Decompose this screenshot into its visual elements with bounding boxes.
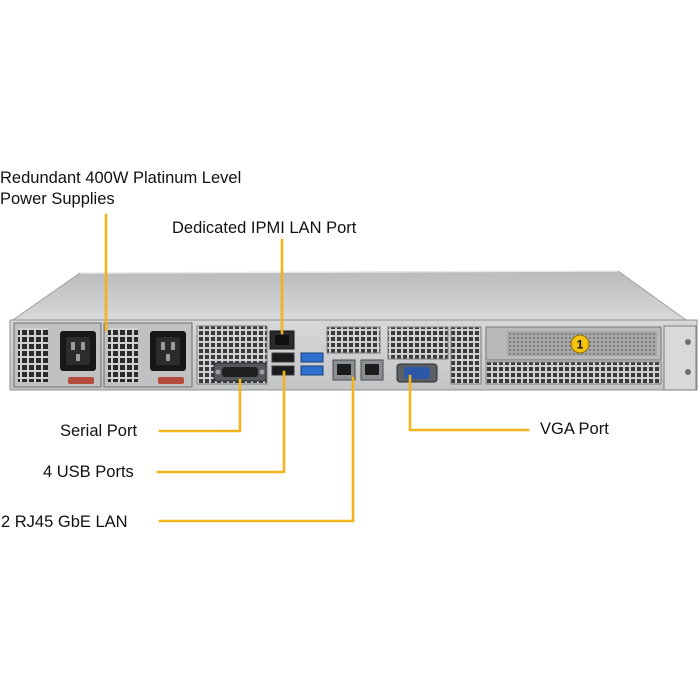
- expansion-slot: [485, 326, 662, 385]
- power-supplies-label-line1: Redundant 400W Platinum Level: [0, 169, 242, 187]
- serial-port: [213, 362, 267, 382]
- rj45-lan-ports: [332, 359, 384, 381]
- slot-number-text: 1: [577, 338, 584, 352]
- leader-line-lan: [158, 376, 355, 523]
- power-supplies-label-line2: Power Supplies: [0, 190, 115, 208]
- power-supplies-label: Redundant 400W Platinum Level Power Supp…: [0, 168, 241, 210]
- io-vent-mid: [450, 326, 482, 385]
- vga-port-label: VGA Port: [540, 420, 609, 438]
- chassis-top: [8, 270, 688, 323]
- leader-line-usb: [156, 370, 286, 474]
- slot-number-marker: 1: [570, 334, 590, 354]
- usb-ports-label: 4 USB Ports: [43, 463, 134, 481]
- power-supply-1: [13, 322, 102, 388]
- power-supply-2: [103, 322, 193, 388]
- io-vent-center: [326, 326, 381, 354]
- leader-line-vga: [408, 374, 530, 432]
- io-vent-right: [387, 326, 449, 360]
- leader-line-serial: [158, 378, 242, 433]
- vga-port: [396, 363, 438, 383]
- rj45-lan-label: 2 RJ45 GbE LAN: [1, 513, 128, 531]
- usb-ports: [271, 352, 324, 376]
- ipmi-lan-label: Dedicated IPMI LAN Port: [172, 219, 357, 237]
- chassis-handle: [663, 325, 697, 391]
- serial-port-label: Serial Port: [60, 422, 138, 440]
